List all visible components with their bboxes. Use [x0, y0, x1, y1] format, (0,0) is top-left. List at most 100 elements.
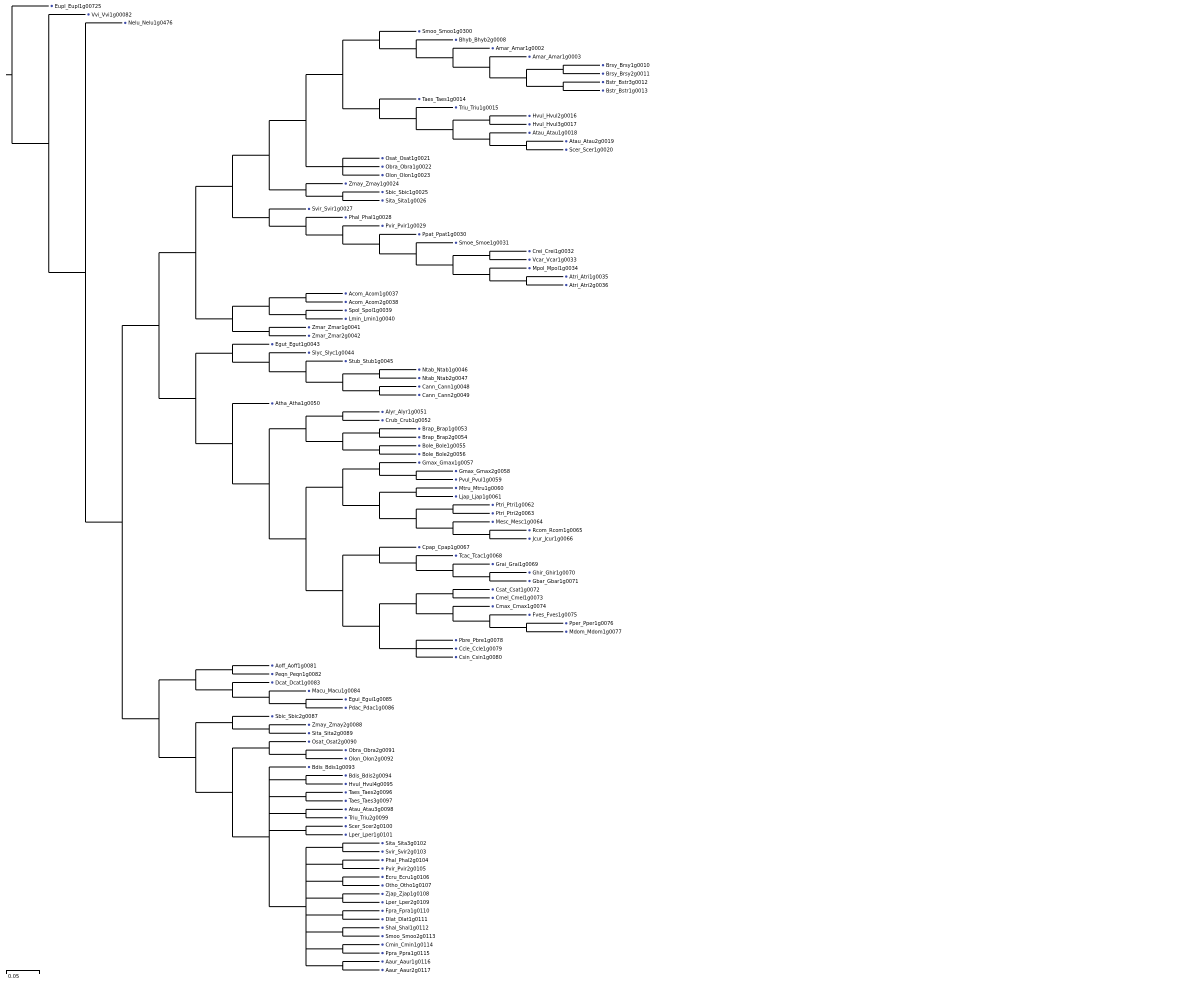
- tip-label: Bhyb_Bhyb2g0008: [459, 38, 506, 44]
- tip-label: Olon_Olon2g0092: [349, 756, 394, 762]
- tip-label: Nelu_Nelu1g0476: [128, 21, 172, 27]
- tip-label: Atau_Atau1g0018: [533, 131, 578, 137]
- tip-marker: [565, 622, 568, 625]
- tip-marker: [528, 123, 531, 126]
- tip-label: Atri_Atri2g0036: [569, 283, 608, 289]
- tip-label: Atau_Atau2g0019: [569, 139, 614, 145]
- tip-marker: [381, 867, 384, 870]
- tip-marker: [454, 38, 458, 42]
- tip-label: Brap_Brap1g0053: [422, 427, 467, 433]
- tip-marker: [344, 774, 347, 777]
- tip-marker: [528, 250, 531, 253]
- tip-marker: [307, 723, 311, 726]
- tip-label: Obra_Obra1g0022: [386, 164, 432, 170]
- tip-marker: [271, 402, 274, 405]
- tip-label: Ptri_Ptri2g0063: [496, 511, 534, 517]
- tip-marker: [271, 664, 274, 667]
- tip-marker: [381, 901, 384, 904]
- tip-marker: [528, 613, 531, 617]
- tip-marker: [271, 715, 274, 718]
- tip-marker: [344, 706, 347, 710]
- tip-label: Bstr_Bstr1g0013: [606, 88, 648, 94]
- tree-branches: [6, 5, 600, 971]
- tip-label: Bole_Bole2g0056: [422, 452, 466, 458]
- tip-label: Taes_Taes2g0096: [348, 790, 393, 796]
- tip-label: Ljap_Ljap1g0061: [459, 494, 501, 500]
- tip-label: Phal_Phal2g0104: [386, 858, 429, 864]
- tip-marker: [491, 503, 494, 507]
- tip-marker: [344, 182, 347, 185]
- tip-label: Aaur_Aaur2g0117: [386, 968, 431, 974]
- tip-marker: [418, 427, 421, 431]
- tip-label: Pvul_Pvul1g0059: [459, 477, 502, 483]
- tip-label: Gbar_Gbar1g0071: [533, 579, 579, 585]
- tip-label: Lper_Lper1g0101: [349, 833, 393, 839]
- tip-marker: [418, 393, 421, 397]
- tip-label: Osat_Osat2g0090: [312, 739, 357, 745]
- tip-label: Rcom_Rcom1g0065: [533, 528, 583, 534]
- tip-marker: [344, 698, 347, 701]
- tip-label: Bstr_Bstr3g0012: [606, 80, 648, 86]
- tip-marker: [565, 140, 568, 143]
- tip-label: Gmax_Gmax2g0058: [459, 469, 510, 475]
- tip-marker: [418, 97, 421, 101]
- tip-label: Brsy_Brsy2g0011: [606, 71, 650, 77]
- tip-marker: [454, 554, 458, 557]
- tip-label: Pvir_Pvir2g0105: [386, 866, 426, 872]
- tip-marker: [307, 732, 311, 735]
- tip-marker: [454, 486, 458, 490]
- tip-label: Taes_Taes1g0014: [421, 97, 466, 103]
- tip-label: Amar_Amar1g0003: [533, 55, 581, 61]
- tip-marker: [344, 808, 347, 811]
- tip-label: Shal_Shal1g0112: [386, 926, 429, 932]
- tip-marker: [271, 672, 274, 676]
- tip-label: Jcur_Jcur1g0066: [532, 537, 573, 543]
- tip-label: Zmar_Zmar1g0041: [312, 325, 360, 331]
- tip-marker: [454, 478, 458, 481]
- tip-label: Dcat_Dcat1g0083: [275, 680, 320, 686]
- tip-marker: [381, 410, 384, 414]
- tip-marker: [528, 266, 531, 270]
- tip-marker: [87, 13, 90, 16]
- tip-label: Zmay_Zmay2g0088: [312, 723, 362, 729]
- tip-marker: [381, 858, 384, 862]
- tip-marker: [381, 199, 384, 202]
- tip-marker: [381, 173, 384, 177]
- tip-marker: [124, 21, 127, 25]
- tip-label: Acom_Acom1g0037: [349, 291, 399, 297]
- tip-label: Atau_Atau3g0098: [349, 807, 394, 813]
- tip-label: Aoff_Aoff1g0081: [275, 663, 316, 669]
- tip-label: Egut_Egut1g0043: [275, 342, 320, 348]
- tip-label: Ghir_Ghir1g0070: [533, 570, 576, 576]
- tip-marker: [381, 884, 384, 887]
- tip-label: Taes_Taes3g0097: [348, 799, 393, 805]
- tip-marker: [381, 157, 384, 160]
- tip-marker: [491, 562, 494, 566]
- tip-label: Pbre_Pbre1g0078: [459, 638, 503, 644]
- tip-marker: [307, 326, 311, 329]
- tip-marker: [528, 258, 531, 261]
- tip-marker: [418, 368, 421, 371]
- tip-marker: [50, 4, 53, 8]
- tip-marker: [307, 334, 311, 337]
- tip-marker: [271, 681, 274, 684]
- tip-marker: [344, 757, 347, 760]
- tip-marker: [418, 452, 421, 456]
- tip-label: Cmel_Cmel1g0073: [496, 596, 543, 602]
- tip-label: Cann_Cann2g0049: [422, 393, 469, 399]
- tip-marker: [528, 55, 531, 58]
- tip-marker: [418, 376, 421, 380]
- tip-labels: Eupl_Eupl1g00725Vvi_Vvi1g00082Nelu_Nelu1…: [50, 4, 650, 974]
- tip-label: Ppra_Ppra1g0115: [386, 951, 430, 957]
- tip-label: Bdis_Bdis2g0094: [349, 773, 392, 779]
- tip-marker: [344, 292, 347, 295]
- tip-marker: [307, 351, 311, 354]
- tip-label: Bdis_Bdis1g0093: [312, 765, 355, 771]
- tip-label: Peqn_Peqn1g0082: [275, 672, 321, 678]
- tip-marker: [418, 444, 421, 447]
- tip-label: Osat_Osat1g0021: [386, 156, 431, 162]
- tip-label: Cann_Cann1g0048: [422, 384, 469, 390]
- tip-marker: [344, 799, 347, 803]
- tip-marker: [528, 131, 531, 135]
